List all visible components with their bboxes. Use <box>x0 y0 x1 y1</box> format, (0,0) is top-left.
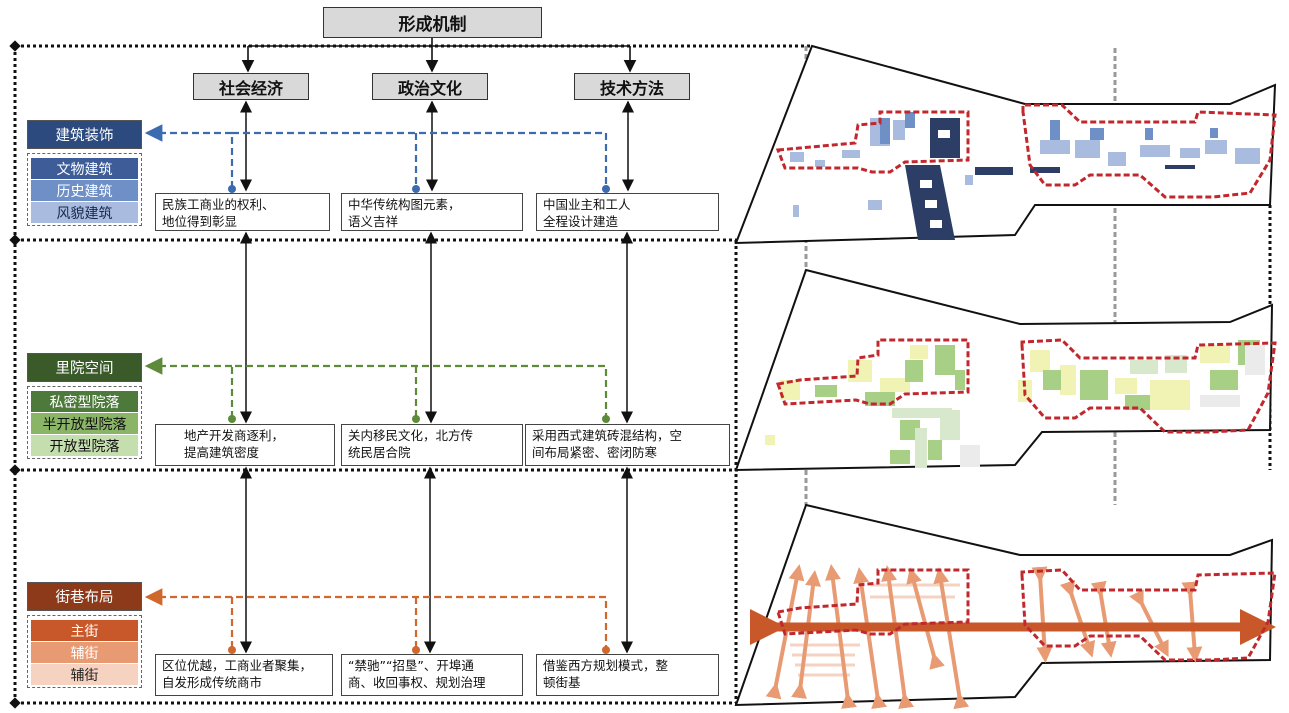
legend-header: 街巷布局 <box>27 582 142 611</box>
mechanism-box: 采用西式建筑砖混结构，空 间布局紧密、密闭防寒 <box>525 424 730 466</box>
category-technical-methods: 技术方法 <box>574 73 690 100</box>
mechanism-box: 中华传统构图元素， 语义吉祥 <box>341 193 523 231</box>
legend-item: 主街 <box>31 619 138 641</box>
mechanism-box: 关内移民文化，北方传 统民居合院 <box>341 424 523 466</box>
mechanism-box: 区位优越，工商业者聚集， 自发形成传统商市 <box>155 654 333 696</box>
legend-building-decoration: 建筑装饰 文物建筑 历史建筑 风貌建筑 <box>27 120 142 226</box>
legend-header: 里院空间 <box>27 353 142 382</box>
legend-items: 主街 辅街 辅街 <box>27 615 142 688</box>
legend-item: 私密型院落 <box>31 390 138 412</box>
legend-header: 建筑装饰 <box>27 120 142 149</box>
legend-item: 文物建筑 <box>31 157 138 179</box>
legend-items: 文物建筑 历史建筑 风貌建筑 <box>27 153 142 226</box>
mechanism-box: 借鉴西方规划模式，整 顿街基 <box>536 654 719 696</box>
map-courtyard-space <box>734 268 1277 472</box>
mechanism-box: 地产开发商逐利， 提高建筑密度 <box>155 424 335 466</box>
legend-item: 开放型院落 <box>31 434 138 456</box>
map-street-layout <box>734 503 1277 710</box>
legend-item: 风貌建筑 <box>31 201 138 223</box>
mechanism-box: 中国业主和工人 全程设计建造 <box>536 193 719 231</box>
legend-item: 辅街 <box>31 663 138 685</box>
mechanism-box: “禁驰”“招垦”、开埠通 商、收回事权、规划治理 <box>341 654 523 696</box>
legend-item: 辅街 <box>31 641 138 663</box>
category-socio-economic: 社会经济 <box>193 73 309 100</box>
legend-street-layout: 街巷布局 主街 辅街 辅街 <box>27 582 142 688</box>
category-politics-culture: 政治文化 <box>372 73 488 100</box>
map-building-decoration <box>734 44 1277 245</box>
legend-item: 半开放型院落 <box>31 412 138 434</box>
legend-items: 私密型院落 半开放型院落 开放型院落 <box>27 386 142 459</box>
mechanism-box: 民族工商业的权利、 地位得到彰显 <box>155 193 330 231</box>
legend-courtyard-space: 里院空间 私密型院落 半开放型院落 开放型院落 <box>27 353 142 459</box>
page-title: 形成机制 <box>323 7 542 38</box>
legend-item: 历史建筑 <box>31 179 138 201</box>
